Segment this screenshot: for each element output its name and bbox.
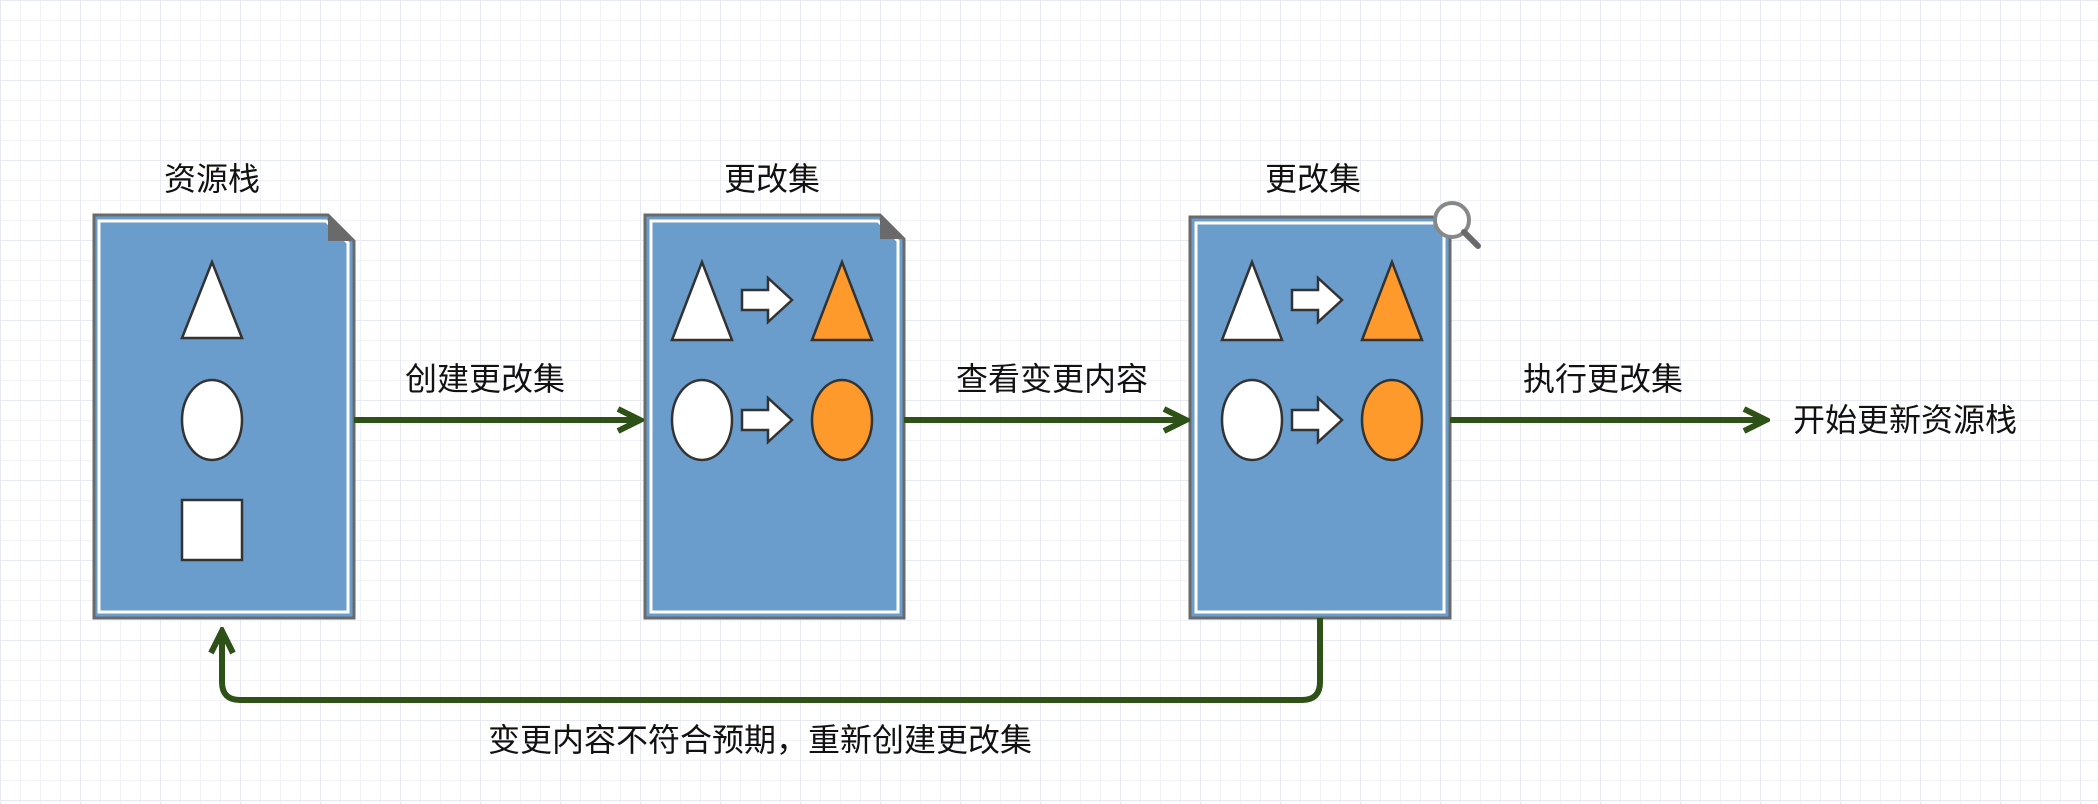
- triangle-resource-icon: [180, 258, 244, 340]
- stack-node[interactable]: 资源栈: [92, 160, 356, 620]
- review-document-inner-border: [1194, 221, 1446, 614]
- circle-after-icon: [1360, 378, 1424, 462]
- circle-before-icon: [670, 378, 734, 462]
- result-label: 开始更新资源栈: [1793, 401, 2017, 439]
- recreate-arrow: [222, 618, 1323, 703]
- changeset-title: 更改集: [724, 160, 820, 198]
- right-arrow-icon: [1290, 275, 1344, 325]
- changeset-node[interactable]: 更改集: [643, 160, 906, 620]
- circle-resource-icon: [180, 378, 244, 462]
- triangle-before-icon: [670, 258, 734, 342]
- review-title: 更改集: [1265, 160, 1361, 198]
- create-edge[interactable]: 创建更改集: [354, 360, 640, 420]
- triangle-before-icon: [1220, 258, 1284, 342]
- triangle-after-icon: [810, 258, 874, 342]
- stack-document-inner-border: [97, 219, 350, 614]
- right-arrow-icon: [1290, 395, 1344, 445]
- circle-after-icon: [810, 378, 874, 462]
- square-resource-icon: [180, 498, 244, 562]
- right-arrow-icon: [740, 275, 794, 325]
- folded-corner-icon: [328, 215, 354, 241]
- view-edge-label: 查看变更内容: [956, 360, 1148, 398]
- recreate-edge[interactable]: 变更内容不符合预期，重新创建更改集: [222, 618, 1323, 759]
- create-edge-label: 创建更改集: [405, 360, 565, 398]
- stack-title: 资源栈: [164, 160, 260, 198]
- circle-before-icon: [1220, 378, 1284, 462]
- view-edge[interactable]: 查看变更内容: [904, 360, 1186, 420]
- execute-edge-label: 执行更改集: [1523, 360, 1683, 398]
- magnifier-icon: [1433, 201, 1481, 249]
- triangle-after-icon: [1360, 258, 1424, 342]
- recreate-edge-label: 变更内容不符合预期，重新创建更改集: [488, 721, 1032, 759]
- execute-edge[interactable]: 执行更改集: [1450, 360, 1766, 420]
- changeset-document-inner-border: [649, 219, 900, 614]
- review-node[interactable]: 更改集: [1188, 160, 1481, 620]
- right-arrow-icon: [740, 395, 794, 445]
- folded-corner-icon: [880, 215, 904, 239]
